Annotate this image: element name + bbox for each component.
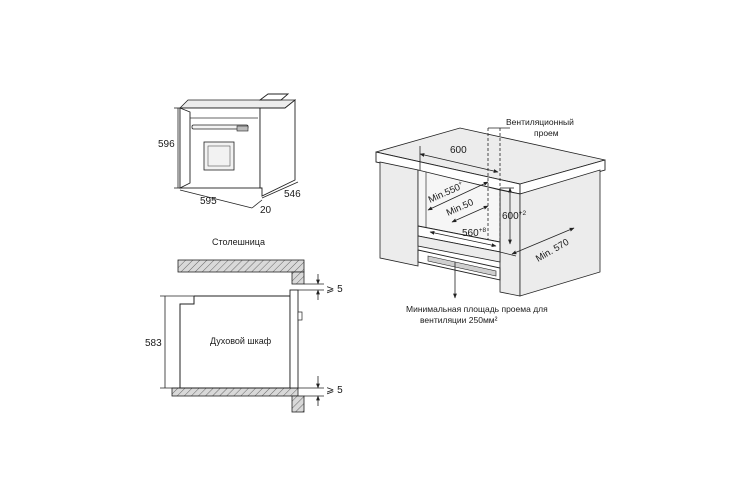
cabinet-width-label: 600 — [450, 145, 467, 156]
bottom-front-trim — [291, 395, 305, 413]
dim-min570-ext — [499, 251, 517, 257]
dim-min50-line — [451, 205, 489, 223]
countertop-front-trim — [291, 271, 305, 285]
section-oven-knob — [297, 311, 303, 321]
dim-600-line — [419, 153, 499, 173]
niche-width-label: 560+8 — [462, 227, 486, 239]
dim-20-line — [251, 199, 263, 209]
dim-min550-line — [427, 181, 489, 211]
oven-top-face — [179, 99, 297, 109]
oven-top-vent — [258, 93, 290, 101]
section-oven-front — [289, 289, 299, 389]
oven-section-label: Духовой шкаф — [210, 336, 272, 346]
gap-bottom-label: ⩾ 5 — [326, 385, 343, 396]
dim-min570-line — [511, 227, 575, 255]
oven-door-window — [203, 141, 235, 171]
oven-front-label: 20 — [260, 205, 272, 216]
countertop-label: Столешница — [212, 237, 265, 247]
dim-595-line — [179, 189, 253, 209]
dim-546-line — [261, 181, 299, 199]
vent-opening-label-2: проем — [534, 128, 559, 138]
oven-handle-end — [236, 125, 249, 132]
oven-bezel-left — [179, 107, 191, 189]
gap-top-label: ⩾ 5 — [326, 284, 343, 295]
dim-560-line — [429, 231, 497, 247]
section-height-label: 583 — [145, 338, 162, 349]
vent-slot-inner — [427, 255, 497, 277]
vent-area-label-1: Минимальная площадь проема для — [406, 304, 548, 314]
oven-width-label: 595 — [200, 196, 217, 207]
vent-opening-label-1: Вентиляционный — [506, 117, 574, 127]
cabinet-height-label: 600+2 — [502, 210, 526, 222]
oven-door-glass — [207, 145, 231, 167]
cabinet-countertop-side — [519, 159, 606, 195]
countertop-slab — [177, 259, 305, 273]
oven-height-label: 596 — [158, 139, 175, 150]
bottom-shelf — [171, 387, 299, 397]
vent-area-label-2: вентиляции 250мм² — [420, 315, 498, 325]
oven-isometric-view: 596 595 546 20 — [158, 93, 301, 216]
oven-side-face — [259, 99, 296, 197]
oven-depth-label: 546 — [284, 189, 301, 200]
section-view: Столешница Духовой шкаф 583 ⩾ 5 ⩾ 5 — [145, 237, 343, 413]
cabinet-isometric-view: Вентиляционный проем 600 Min.550+ Min.50… — [375, 117, 606, 325]
cabinet-left-panel — [379, 161, 419, 267]
